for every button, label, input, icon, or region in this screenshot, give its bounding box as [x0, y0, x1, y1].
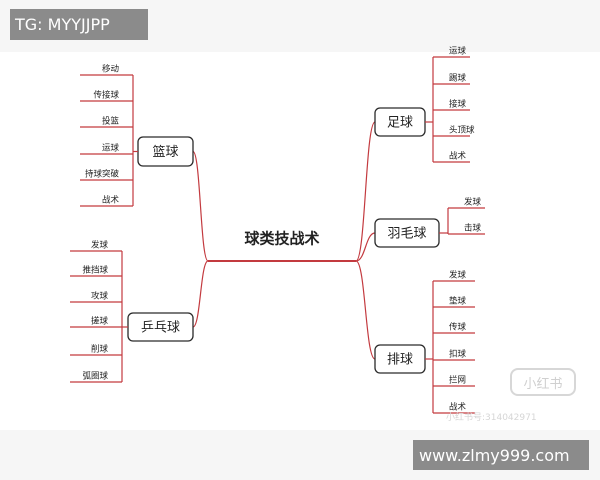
- child-label: 攻球: [91, 291, 109, 302]
- child-label: 搓球: [91, 316, 109, 327]
- child-label: 战术: [102, 195, 120, 206]
- branch-connector: [355, 232, 376, 262]
- child-label: 战术: [449, 151, 467, 162]
- branch-connector: [192, 260, 209, 328]
- branch-label: 排球: [387, 353, 413, 368]
- child-label: 持球突破: [85, 169, 120, 180]
- child-label: 传接球: [93, 90, 119, 101]
- child-label: 发球: [464, 197, 482, 208]
- child-label: 移动: [102, 64, 120, 75]
- child-label: 踢球: [449, 73, 467, 84]
- branch-label: 羽毛球: [387, 227, 426, 242]
- child-label: 弧圈球: [82, 371, 108, 382]
- child-label: 战术: [449, 402, 467, 413]
- child-label: 头顶球: [449, 125, 475, 136]
- root-label: 球类技战术: [244, 230, 319, 248]
- child-label: 运球: [449, 46, 467, 57]
- xiaohongshu-logo: 小红书: [510, 368, 576, 396]
- child-label: 运球: [102, 143, 120, 154]
- branch-label: 足球: [387, 116, 413, 131]
- child-label: 发球: [91, 240, 109, 251]
- url-watermark: www.zlmy999.com: [413, 440, 589, 470]
- child-label: 扣球: [449, 349, 467, 360]
- child-label: 垫球: [449, 296, 467, 307]
- branch-label: 篮球: [152, 145, 178, 160]
- child-label: 发球: [449, 270, 467, 281]
- tg-watermark: TG: MYYJJPP: [10, 9, 148, 40]
- child-label: 推挡球: [82, 265, 108, 276]
- child-label: 投篮: [102, 116, 120, 127]
- branch-label: 乒乓球: [141, 321, 180, 336]
- account-watermark: 小红书号:314042971: [446, 413, 537, 423]
- child-label: 击球: [464, 223, 482, 234]
- branch-connector: [355, 121, 376, 262]
- branch-connector: [355, 260, 376, 360]
- branch-connector: [192, 150, 209, 262]
- child-label: 拦网: [449, 375, 466, 386]
- child-label: 传球: [449, 322, 467, 333]
- child-label: 接球: [449, 99, 467, 110]
- child-label: 削球: [91, 344, 109, 355]
